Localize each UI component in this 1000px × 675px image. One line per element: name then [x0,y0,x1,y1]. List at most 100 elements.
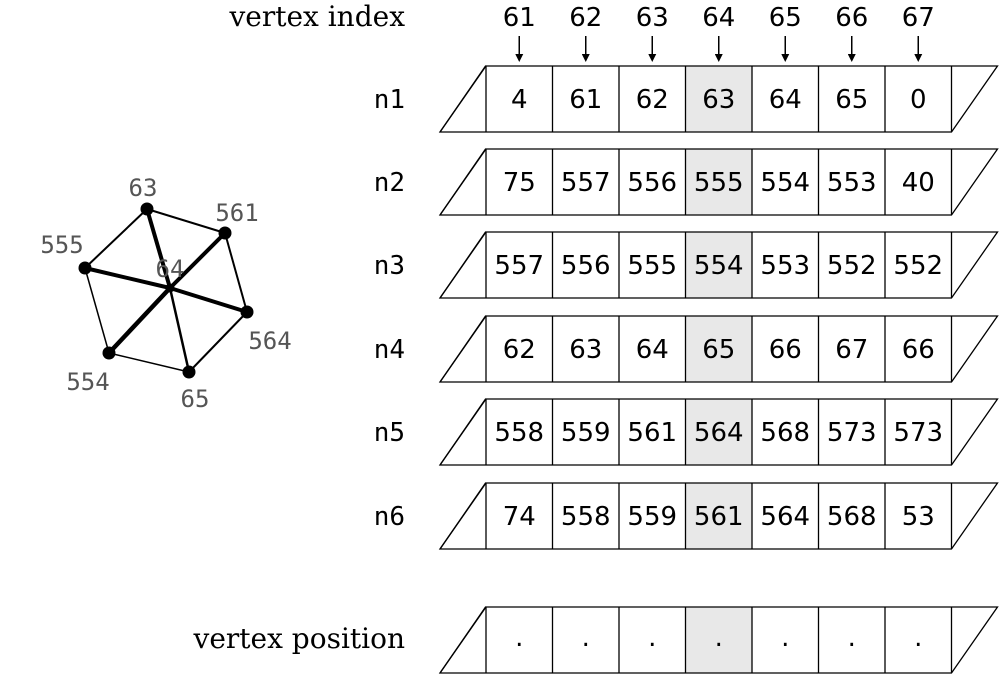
neighbor-cell: 557 [494,251,544,281]
graph-node-label: 65 [181,385,210,413]
position-cell: . [515,623,523,653]
position-cell: . [848,623,856,653]
vertex-position-label: vertex position [193,622,406,655]
neighbor-cell: 61 [569,85,602,115]
neighbor-cell: 553 [760,251,810,281]
neighbor-cell: 67 [835,335,868,365]
vertex-index-number: 61 [503,3,536,33]
graph-node [165,283,175,293]
graph-node [140,202,154,216]
highlight-cell [685,66,752,132]
neighbor-cell: 558 [561,502,611,532]
spoke-edge [145,208,172,289]
row-left-cap [439,231,487,299]
neighbor-cell: 568 [827,502,877,532]
neighbor-cell: 40 [902,168,935,198]
neighbor-cell: 564 [760,502,810,532]
neighbor-cell: 53 [902,502,935,532]
spoke-edge [107,286,172,355]
position-row: ....... [438,606,999,674]
vertex-index-number: 62 [569,3,602,33]
row-left-cap [439,148,487,216]
neighbor-cell: 63 [569,335,602,365]
spoke-edge [169,286,248,314]
highlight-cell [685,399,752,465]
neighbor-cell: 0 [910,85,927,115]
neighbor-cell: 561 [627,418,677,448]
neighbor-cell: 66 [769,335,802,365]
neighbor-cell: 66 [902,335,935,365]
ring-edge [224,232,248,313]
position-cell: . [914,623,922,653]
neighbor-cell: 559 [627,502,677,532]
graph-node [218,226,232,240]
neighbor-cell: 556 [627,168,677,198]
position-cell: . [648,623,656,653]
row-left-cap [439,398,487,466]
neighbor-cell: 63 [702,85,735,115]
spoke-edge [168,231,227,290]
neighbor-cell: 65 [702,335,735,365]
neighbor-cell: 552 [893,251,943,281]
row-label: n2 [374,168,405,198]
neighbor-cell: 556 [561,251,611,281]
row-label: n1 [374,85,405,115]
graph-node [240,305,254,319]
highlight-cell [685,149,752,215]
neighbor-cell: 64 [769,85,802,115]
vertex-index-number: 67 [902,3,935,33]
row-label: n5 [374,418,405,448]
graph-node-label: 555 [40,231,83,259]
vertex-index-number: 66 [835,3,868,33]
neighbor-cell: 552 [827,251,877,281]
neighbor-cell: 4 [511,85,528,115]
position-cell: . [781,623,789,653]
ring-edge [84,267,110,354]
neighbor-cell: 559 [561,418,611,448]
neighbor-cell: 557 [561,168,611,198]
highlight-cell [685,316,752,382]
neighbor-cell: 62 [503,335,536,365]
neighbor-cell: 64 [636,335,669,365]
row-left-cap [439,606,487,674]
row-label: n3 [374,251,405,281]
neighbor-cell: 564 [694,418,744,448]
row-left-cap [439,315,487,383]
ring-edge [84,208,148,269]
graph-node-label: 564 [248,327,291,355]
neighbor-cell: 554 [694,251,744,281]
highlight-cell [685,232,752,298]
neighbor-cell: 555 [627,251,677,281]
ring-edge [188,311,248,373]
vertex-index-label: vertex index [228,0,405,33]
position-cell: . [582,623,590,653]
neighbor-cell: 555 [694,168,744,198]
row-label: n6 [374,502,405,532]
neighbor-cell: 568 [760,418,810,448]
graph-node-label: 63 [129,174,158,202]
neighbor-cell: 553 [827,168,877,198]
neighbor-cell: 573 [893,418,943,448]
graph-node-label: 64 [156,255,185,283]
spoke-edge [84,266,171,290]
neighbor-cell: 65 [835,85,868,115]
row-left-cap [439,65,487,133]
neighbor-cell: 573 [827,418,877,448]
ring-edge [146,208,226,234]
highlight-cell [685,483,752,549]
neighbor-cell: 561 [694,502,744,532]
graph-node [182,365,196,379]
neighbor-row: 557 556 555 554 553 552 552 n3 [374,231,999,299]
vertex-index-number: 63 [636,3,669,33]
spoke-edge [168,287,191,373]
position-cell: . [715,623,723,653]
